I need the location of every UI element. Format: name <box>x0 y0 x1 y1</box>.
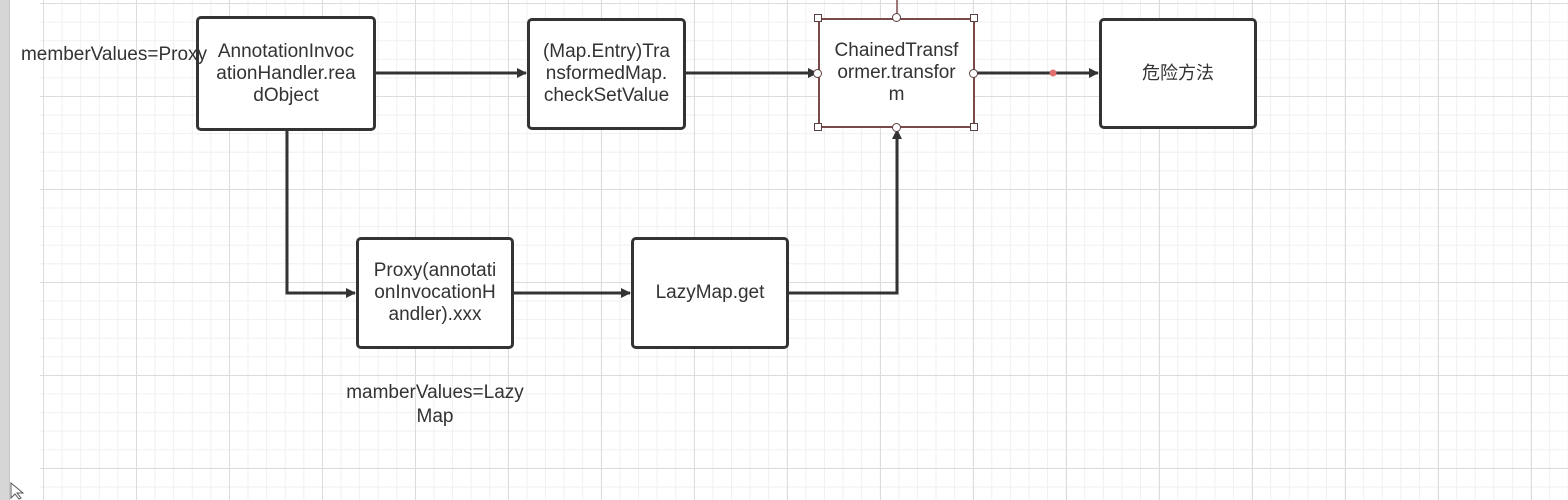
node-lazymap-get-label: LazyMap.get <box>655 282 765 303</box>
resize-handle-top-right[interactable] <box>970 14 978 22</box>
connection-point-top[interactable] <box>892 13 901 22</box>
node-chained-transformer[interactable]: ChainedTransformer.transform <box>818 18 975 128</box>
arrow-annotation-to-proxy[interactable] <box>285 130 356 298</box>
connection-point-right[interactable] <box>969 69 978 78</box>
left-panel-edge <box>0 0 10 500</box>
grid-background <box>40 0 1568 500</box>
connection-point-bottom[interactable] <box>892 123 901 132</box>
label-member-values-lazymap-text: mamberValues=LazyMap <box>346 382 524 427</box>
node-annotation-invocation-handler[interactable]: AnnotationInvocationHandler.readObject <box>196 16 376 131</box>
resize-handle-bottom-right[interactable] <box>970 123 978 131</box>
arrow-lazymap-to-chained[interactable] <box>789 129 902 295</box>
label-member-values-proxy-text: memberValues=Proxy <box>20 44 208 65</box>
resize-handle-bottom-left[interactable] <box>814 123 822 131</box>
connector-midpoint-dot[interactable] <box>1049 69 1057 77</box>
node-chained-transformer-label: ChainedTransformer.transform <box>834 40 959 105</box>
node-proxy-handler[interactable]: Proxy(annotationInvocationHandler).xxx <box>356 237 514 349</box>
node-lazymap-get[interactable]: LazyMap.get <box>631 237 789 349</box>
resize-handle-top-left[interactable] <box>814 14 822 22</box>
node-transformed-map[interactable]: (Map.Entry)TransformedMap.checkSetValue <box>527 18 686 130</box>
label-member-values-lazymap[interactable]: mamberValues=LazyMap <box>340 381 530 429</box>
node-dangerous-method[interactable]: 危险方法 <box>1099 18 1257 129</box>
node-dangerous-method-label: 危险方法 <box>1142 62 1214 84</box>
connection-point-left[interactable] <box>813 69 822 78</box>
node-proxy-handler-label: Proxy(annotationInvocationHandler).xxx <box>373 260 497 325</box>
node-transformed-map-label: (Map.Entry)TransformedMap.checkSetValue <box>542 41 671 106</box>
label-member-values-proxy[interactable]: memberValues=Proxy <box>20 43 208 67</box>
mouse-pointer-icon <box>10 482 25 500</box>
node-annotation-invocation-handler-label: AnnotationInvocationHandler.readObject <box>216 40 356 106</box>
